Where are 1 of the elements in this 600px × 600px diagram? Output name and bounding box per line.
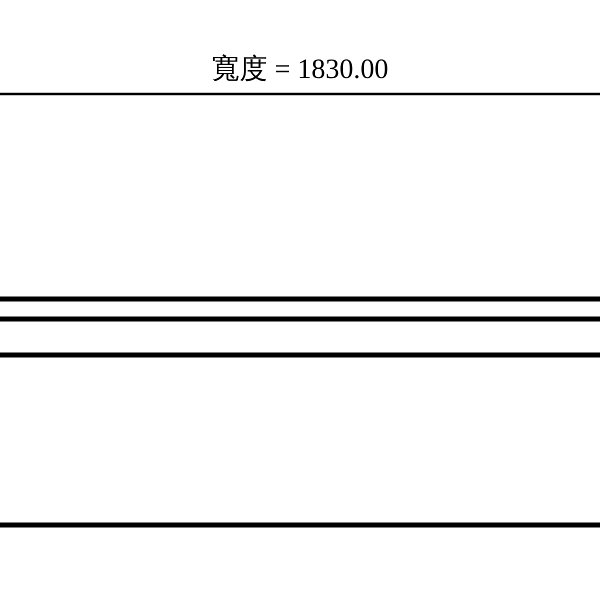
width-label: 寬度 = 1830.00: [212, 53, 388, 87]
